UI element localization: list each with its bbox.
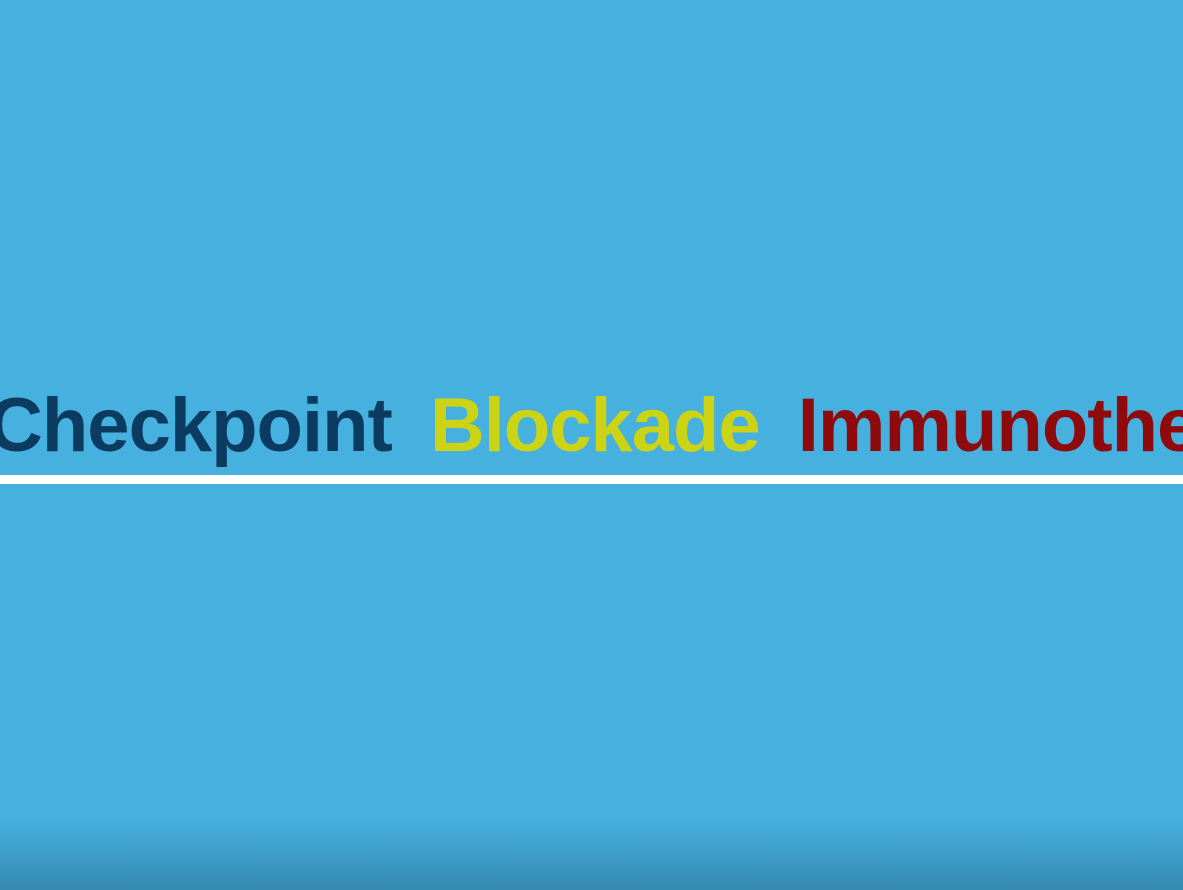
bottom-shadow — [0, 818, 1183, 890]
underline-rule — [0, 475, 1183, 484]
headline: Checkpoint Blockade Immunotherapy — [0, 380, 1183, 472]
headline-word-blockade: Blockade — [429, 383, 761, 468]
headline-word-immunotherapy: Immunotherapy — [797, 383, 1183, 468]
headline-word-checkpoint: Checkpoint — [0, 383, 393, 468]
